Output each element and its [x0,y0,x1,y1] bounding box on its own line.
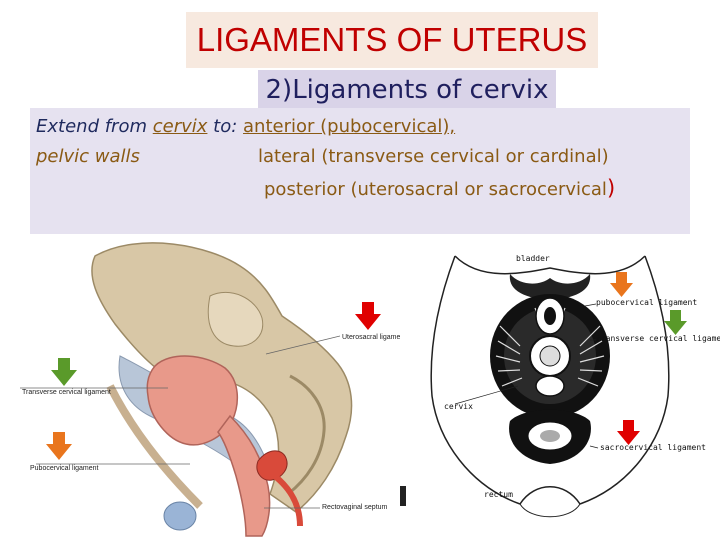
cervix-text: cervix [152,116,208,137]
pelvic-walls-text: pelvic walls [36,146,140,167]
line-3: posterior (uterosacral or sacrocervical) [264,176,615,200]
pubocervical-label: Pubocervical ligament [30,465,99,472]
pubocervical-diagram-label: pubocervical ligament [596,298,698,307]
subtitle-box: 2)Ligaments of cervix [258,70,556,110]
posterior-text: posterior (uterosacral or sacrocervical [264,179,607,200]
pelvis-drawing [20,242,381,537]
line-1: Extend from cervix to: anterior (pubocer… [36,116,455,137]
to-text: to: [213,116,238,137]
rectum-label: rectum [484,490,513,499]
transverse-cervical-label: Transverse cervical ligament [22,389,111,396]
transverse-diagram-label: transverse cervical ligament [596,334,720,343]
extend-from-text: Extend from [36,116,147,137]
description-box: Extend from cervix to: anterior (pubocer… [30,108,690,234]
lateral-text: lateral (transverse cervical or cardinal… [258,146,609,167]
slide-title: LIGAMENTS OF UTERUS [196,21,588,58]
orange-arrow-icon [610,272,633,297]
slide-subtitle: 2)Ligaments of cervix [265,75,549,105]
green-arrow-icon [664,310,687,335]
posterior-paren: ) [606,176,616,200]
red-arrow-icon [617,420,640,445]
pelvis-illustration: Uterosacral ligament Transverse cervical… [0,236,407,540]
cervix-label: cervix [444,402,473,411]
sacrocervical-label: sacrocervical ligament [600,443,706,452]
cervical-ligaments-diagram: bladder pubocervical ligament transverse… [400,236,720,536]
anterior-text: anterior (pubocervical), [243,116,456,137]
orange-arrow-icon [46,432,72,460]
title-box: LIGAMENTS OF UTERUS [186,12,598,68]
bladder-label: bladder [516,254,550,263]
green-arrow-icon [51,358,77,386]
diagram-drawing [400,236,700,536]
uterosacral-label: Uterosacral ligament [342,334,407,341]
rectovaginal-label: Rectovaginal septum [322,504,388,511]
red-arrow-icon [355,302,381,330]
